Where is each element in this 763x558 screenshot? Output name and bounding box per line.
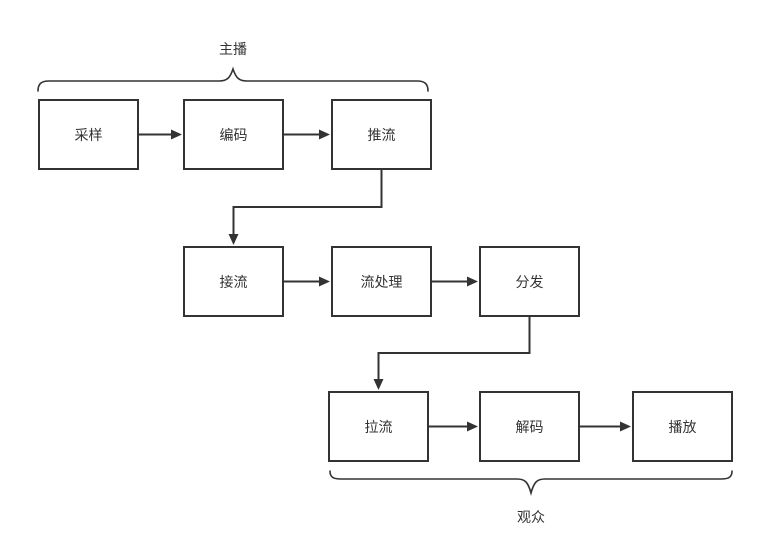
node-stream-processing: 流处理 <box>331 246 432 317</box>
node-pull-stream: 拉流 <box>328 391 429 462</box>
node-push-stream: 推流 <box>331 99 432 170</box>
node-sampling: 采样 <box>38 99 139 170</box>
node-pull-stream-label: 拉流 <box>364 418 393 435</box>
streamer-group-label: 主播 <box>219 41 247 57</box>
node-playback-label: 播放 <box>668 418 697 435</box>
arrow-receive-stream-to-stream-processing <box>284 276 330 287</box>
arrow-pull-stream-to-decoding <box>429 421 478 432</box>
node-distribution-label: 分发 <box>515 273 544 290</box>
node-receive-stream-label: 接流 <box>219 273 248 290</box>
node-encoding-label: 编码 <box>219 126 248 143</box>
arrow-encoding-to-push-stream <box>284 129 330 140</box>
streamer-brace <box>37 66 429 92</box>
arrow-decoding-to-playback <box>580 421 631 432</box>
audience-brace <box>329 470 733 497</box>
node-decoding-label: 解码 <box>515 418 544 435</box>
node-playback: 播放 <box>632 391 733 462</box>
node-decoding: 解码 <box>479 391 580 462</box>
connector-distribution-to-pull-stream <box>373 317 531 390</box>
node-push-stream-label: 推流 <box>367 126 396 143</box>
arrow-stream-processing-to-distribution <box>432 276 478 287</box>
node-stream-processing-label: 流处理 <box>360 273 403 290</box>
node-encoding: 编码 <box>183 99 284 170</box>
connector-push-stream-to-receive-stream <box>228 170 383 245</box>
node-distribution: 分发 <box>479 246 580 317</box>
audience-group-label: 观众 <box>517 509 545 525</box>
node-sampling-label: 采样 <box>74 126 103 143</box>
node-receive-stream: 接流 <box>183 246 284 317</box>
arrow-sampling-to-encoding <box>139 129 182 140</box>
